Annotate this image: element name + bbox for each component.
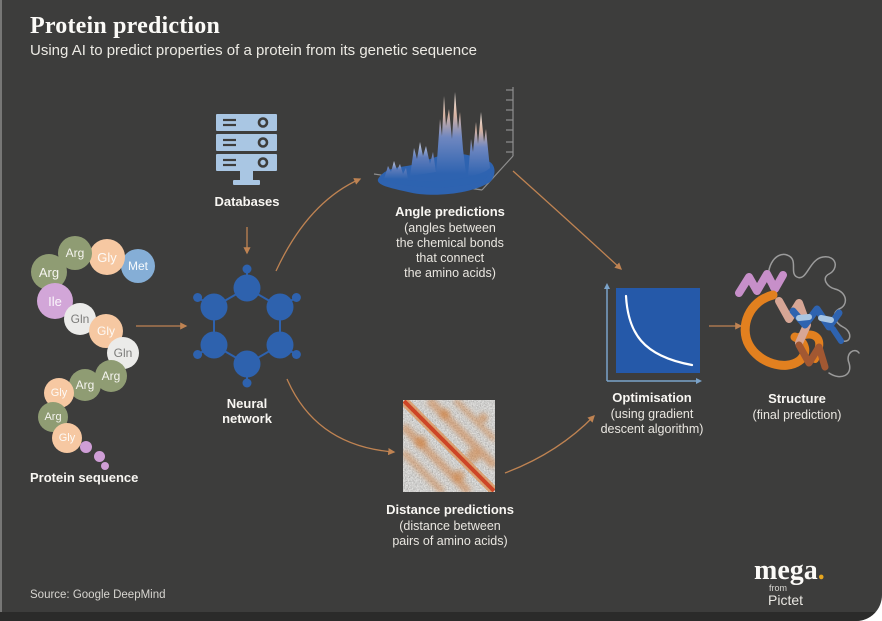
source-note: Source: Google DeepMind	[30, 589, 166, 601]
structure-caption-line: (final prediction)	[752, 408, 842, 422]
angle-predictions-caption: Angle predictions (angles between the ch…	[360, 204, 540, 281]
mega-brand-text: mega	[754, 555, 818, 586]
angle-caption-line: that connect	[415, 251, 485, 265]
distance-predictions-title: Distance predictions	[386, 502, 514, 517]
mega-logo: mega. from Pictet	[754, 555, 864, 608]
left-edge-line	[0, 0, 2, 621]
mega-wordmark: mega.	[754, 555, 864, 586]
logo-from-text: from	[769, 583, 787, 593]
logo-gold-dot: .	[817, 555, 825, 586]
angle-caption-line: (angles between	[404, 221, 496, 235]
page-title: Protein prediction	[30, 13, 221, 39]
neural-network-label: Neural network	[187, 396, 307, 426]
optimisation-caption: Optimisation (using gradient descent alg…	[577, 390, 727, 437]
optimisation-caption-line: (using gradient	[610, 407, 694, 421]
arrow-angle-to-optimisation	[512, 170, 622, 270]
page-subtitle: Using AI to predict properties of a prot…	[30, 42, 477, 59]
distance-predictions-caption: Distance predictions (distance between p…	[355, 502, 545, 549]
angle-predictions-title: Angle predictions	[395, 204, 505, 219]
distance-caption-line: (distance between	[399, 519, 501, 533]
databases-label: Databases	[214, 194, 280, 209]
angle-predictions-plot	[373, 87, 514, 195]
protein-sequence-label: Protein sequence	[30, 470, 139, 485]
optimisation-title: Optimisation	[612, 390, 692, 405]
neural-network-icon	[193, 264, 301, 388]
bottom-strip	[0, 612, 882, 621]
arrow-distance-to-optimisation	[504, 415, 595, 474]
neural-network-label-line2: network	[222, 411, 272, 426]
neural-network-label-line1: Neural	[226, 396, 268, 411]
distance-caption-line: pairs of amino acids)	[392, 534, 508, 548]
structure-illustration	[735, 253, 860, 378]
pictet-wordmark: Pictet	[768, 592, 804, 608]
arrow-network-to-angle	[275, 178, 362, 272]
angle-caption-line: the amino acids)	[404, 266, 496, 280]
structure-title: Structure	[768, 391, 826, 406]
databases-icon	[216, 114, 277, 185]
optimisation-caption-line: descent algorithm)	[600, 422, 704, 436]
structure-caption: Structure (final prediction)	[722, 391, 872, 423]
optimisation-chart	[604, 283, 702, 384]
angle-caption-line: the chemical bonds	[396, 236, 504, 250]
distance-predictions-heatmap	[403, 400, 495, 492]
arrow-network-to-distance	[286, 378, 396, 456]
